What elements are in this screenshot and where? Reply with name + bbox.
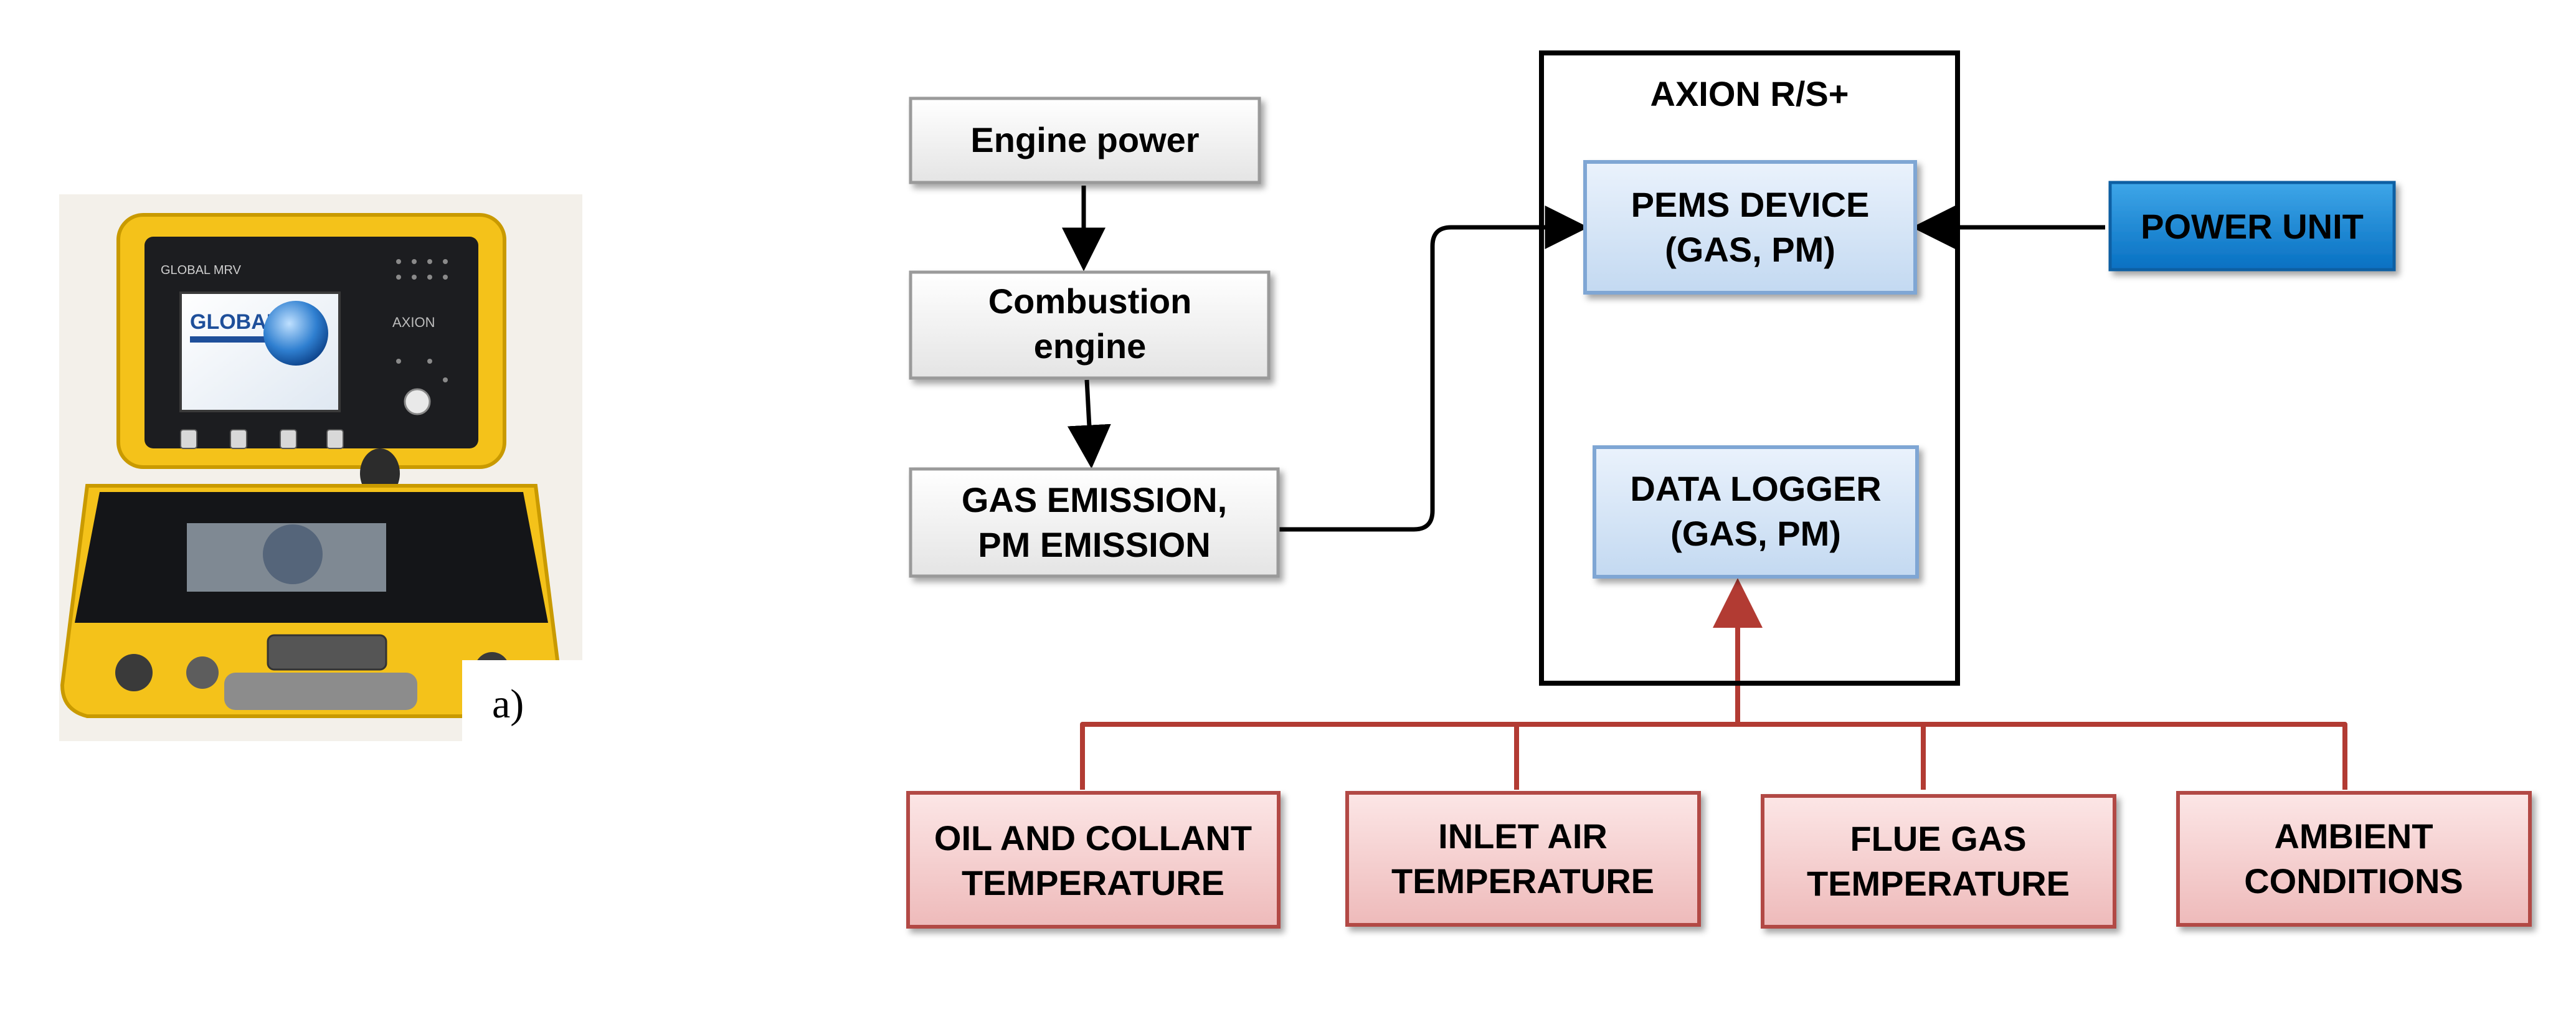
label-patch (462, 660, 582, 741)
node-engine-power-line1: Engine power (970, 120, 1199, 159)
connector-row (180, 429, 344, 449)
node-flue-gas-line2: TEMPERATURE (1807, 864, 2070, 903)
node-combustion-engine-line2: engine (1034, 326, 1146, 366)
axion-title: AXION R/S+ (1650, 74, 1849, 113)
node-inlet-air: INLET AIR TEMPERATURE (1345, 791, 1701, 927)
case-handle (224, 673, 417, 710)
node-gas-emission-line2: PM EMISSION (978, 525, 1210, 564)
side-fitting-left (115, 654, 153, 691)
panel-brand-text: GLOBAL MRV (161, 263, 242, 277)
node-oil-coolant-line2: TEMPERATURE (962, 863, 1224, 902)
node-flue-gas-line1: FLUE GAS (1850, 819, 2026, 858)
connectors (1062, 186, 2347, 790)
node-pems-device-line2: (GAS, PM) (1665, 230, 1835, 269)
node-ambient-line1: AMBIENT (2274, 816, 2433, 856)
node-data-logger-line2: (GAS, PM) (1670, 514, 1841, 553)
axion-container (1539, 50, 1960, 686)
side-fitting-mid (186, 656, 219, 689)
node-power-unit: POWER UNIT (2108, 181, 2396, 272)
node-oil-coolant-line1: OIL AND COLLANT (934, 818, 1252, 858)
panel-label: a) (492, 681, 524, 727)
node-flue-gas: FLUE GAS TEMPERATURE (1761, 794, 2116, 929)
arrow-engine-to-emission (1067, 379, 1111, 469)
globe-icon (263, 301, 328, 366)
reflected-globe (263, 524, 323, 584)
node-combustion-engine-line1: Combustion (988, 282, 1192, 321)
node-ambient-line2: CONDITIONS (2244, 861, 2463, 901)
node-data-logger: DATA LOGGER (GAS, PM) (1593, 445, 1919, 579)
node-pems-device: PEMS DEVICE (GAS, PM) (1583, 160, 1917, 295)
node-inlet-air-line1: INLET AIR (1438, 816, 1608, 856)
node-inlet-air-line2: TEMPERATURE (1391, 861, 1654, 901)
node-ambient: AMBIENT CONDITIONS (2176, 791, 2532, 927)
node-gas-emission: GAS EMISSION, PM EMISSION (909, 467, 1280, 578)
node-data-logger-line1: DATA LOGGER (1630, 469, 1881, 508)
node-combustion-engine: Combustion engine (909, 270, 1271, 380)
node-oil-coolant: OIL AND COLLANT TEMPERATURE (906, 791, 1281, 929)
panel-model-text: AXION (392, 315, 435, 330)
node-gas-emission-line1: GAS EMISSION, (962, 480, 1227, 519)
power-knob-icon (404, 388, 431, 415)
node-pems-device-line1: PEMS DEVICE (1631, 185, 1870, 224)
screen-bar (190, 336, 283, 343)
nodes: Engine power Combustion engine GAS EMISS… (906, 97, 2532, 929)
node-power-unit-line1: POWER UNIT (2141, 207, 2364, 246)
node-engine-power: Engine power (909, 97, 1261, 184)
arrow-emission-to-pems (1279, 206, 1589, 532)
sensor-bus (1080, 722, 2347, 790)
device-photo: GLOBAL MRV GLOBAL AXION a) (59, 194, 582, 741)
case-latch (267, 634, 387, 671)
panel-dots (396, 259, 448, 382)
